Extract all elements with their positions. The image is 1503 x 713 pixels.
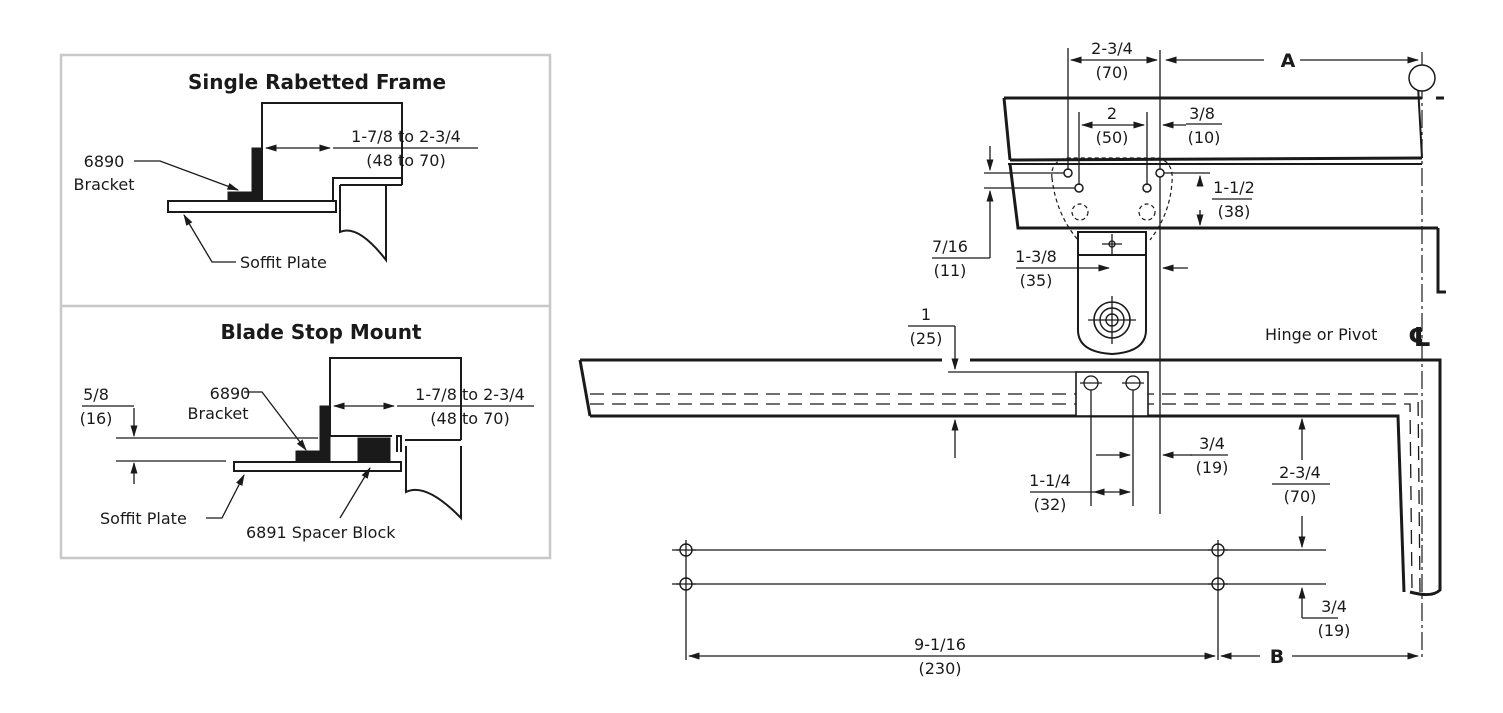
dim-range-mm-label: (48 to 70) xyxy=(430,409,509,428)
dim-2-3-4-right-label: 2-3/4 xyxy=(1279,463,1321,482)
inset-top-title: Single Rabetted Frame xyxy=(188,70,446,94)
centerline-symbol: ℄ xyxy=(1408,323,1431,353)
dim-1-1-2-mm-label: (38) xyxy=(1218,202,1251,221)
dim-range-label: 1-7/8 to 2-3/4 xyxy=(351,127,461,146)
main-drawing: 2-3/4 (70) A 2 (50) 3/8 (10) 1-1/2 (38) … xyxy=(578,39,1446,678)
soffit-label: Soffit Plate xyxy=(240,253,327,272)
dim-7-16-label: 7/16 xyxy=(932,237,968,256)
bracket-leader xyxy=(244,391,307,451)
dim-3-4-mm-label: (19) xyxy=(1196,458,1229,477)
dim-height-label: 5/8 xyxy=(83,385,109,404)
bracket-number-label: 6890 xyxy=(210,384,251,403)
bracket-name-label: Bracket xyxy=(74,175,135,194)
frame-outline xyxy=(329,357,462,440)
dim-1-3-8-mm-label: (35) xyxy=(1020,271,1053,290)
hinge-label: Hinge or Pivot xyxy=(1265,325,1377,344)
dim-2-mm-label: (50) xyxy=(1096,128,1129,147)
inset-single-rabetted-frame: Single Rabetted Frame 1-7/8 to 2-3/4 (48… xyxy=(74,70,478,272)
closer-body-hidden-left xyxy=(1051,177,1079,241)
mount-hole xyxy=(1142,183,1152,193)
dim-1-1-4-mm-label: (32) xyxy=(1034,495,1067,514)
bracket-6890 xyxy=(227,147,263,202)
dim-1-mm-label: (25) xyxy=(910,329,943,348)
dim-9-1-16-mm-label: (230) xyxy=(918,659,961,678)
door-hidden-line-1 xyxy=(590,393,1421,593)
dim-range-mm-label: (48 to 70) xyxy=(366,151,445,170)
dim-2-3-4-right-mm-label: (70) xyxy=(1284,487,1317,506)
door-left-break xyxy=(578,359,592,417)
soffit-label: Soffit Plate xyxy=(100,509,187,528)
spacer-label: 6891 Spacer Block xyxy=(246,523,396,542)
soffit-leader xyxy=(206,473,245,519)
closer-arm xyxy=(1077,231,1147,356)
dim-3-4-bottom-label: 3/4 xyxy=(1321,597,1347,616)
dim-a-label: A xyxy=(1281,50,1296,72)
bracket-name-label: Bracket xyxy=(188,404,249,423)
hinge-pivot-circle xyxy=(1408,64,1436,92)
hidden-screw-circle xyxy=(1071,203,1089,221)
hidden-screw-circle xyxy=(1138,203,1156,221)
door-top-right xyxy=(970,358,1442,597)
dim-height-mm-label: (16) xyxy=(80,409,113,428)
dim-7-16-mm-label: (11) xyxy=(934,261,967,280)
mount-hole xyxy=(1063,168,1073,178)
door-hidden-line-2 xyxy=(590,403,1413,593)
mount-hole xyxy=(1155,168,1165,178)
dim-1-1-4-label: 1-1/4 xyxy=(1029,471,1071,490)
dim-1-1-2-label: 1-1/2 xyxy=(1213,178,1255,197)
mount-hole xyxy=(1074,183,1084,193)
inset-blade-stop-mount: Blade Stop Mount 1-7/8 to 2-3/4 (48 to 7… xyxy=(80,320,534,542)
dim-3-8-mm-label: (10) xyxy=(1188,128,1221,147)
dim-2-label: 2 xyxy=(1107,104,1117,123)
frame-header-bottom xyxy=(1009,156,1423,162)
frame-edge-right xyxy=(1436,228,1446,294)
dim-2-3-4-mm-label: (70) xyxy=(1096,63,1129,82)
dim-1-3-8-label: 1-3/8 xyxy=(1015,247,1057,266)
dim-3-8-label: 3/8 xyxy=(1189,104,1215,123)
inset-bottom-title: Blade Stop Mount xyxy=(220,320,422,344)
arm-shoe-plate xyxy=(1075,371,1149,417)
bracket-leader xyxy=(134,160,240,191)
soffit-plate xyxy=(167,200,337,213)
door-top-outline xyxy=(339,185,387,263)
door-top-outline xyxy=(405,446,462,521)
dim-3-4-bottom-mm-label: (19) xyxy=(1318,621,1351,640)
dim-9-1-16-label: 9-1/16 xyxy=(914,635,966,654)
soffit-plate xyxy=(233,461,402,472)
door-bottom-edge xyxy=(590,414,1406,593)
hinge-pin-line xyxy=(1417,85,1423,159)
dim-2-3-4-label: 2-3/4 xyxy=(1091,39,1133,58)
frame-stop-outline xyxy=(332,177,402,201)
spacer-block-6891 xyxy=(357,437,391,463)
bracket-number-label: 6890 xyxy=(84,152,125,171)
bracket-6890 xyxy=(295,405,331,463)
dim-b-label: B xyxy=(1270,646,1284,668)
frame-header-left-break xyxy=(1002,97,1012,161)
frame-stop-bottom xyxy=(1008,163,1438,230)
dim-3-4-label: 3/4 xyxy=(1199,434,1225,453)
spacer-leader xyxy=(339,466,371,519)
inset-frame xyxy=(59,53,552,560)
dim-1-label: 1 xyxy=(921,305,931,324)
blade-stop xyxy=(396,435,402,452)
dim-range-label: 1-7/8 to 2-3/4 xyxy=(415,385,525,404)
soffit-leader xyxy=(183,213,236,263)
